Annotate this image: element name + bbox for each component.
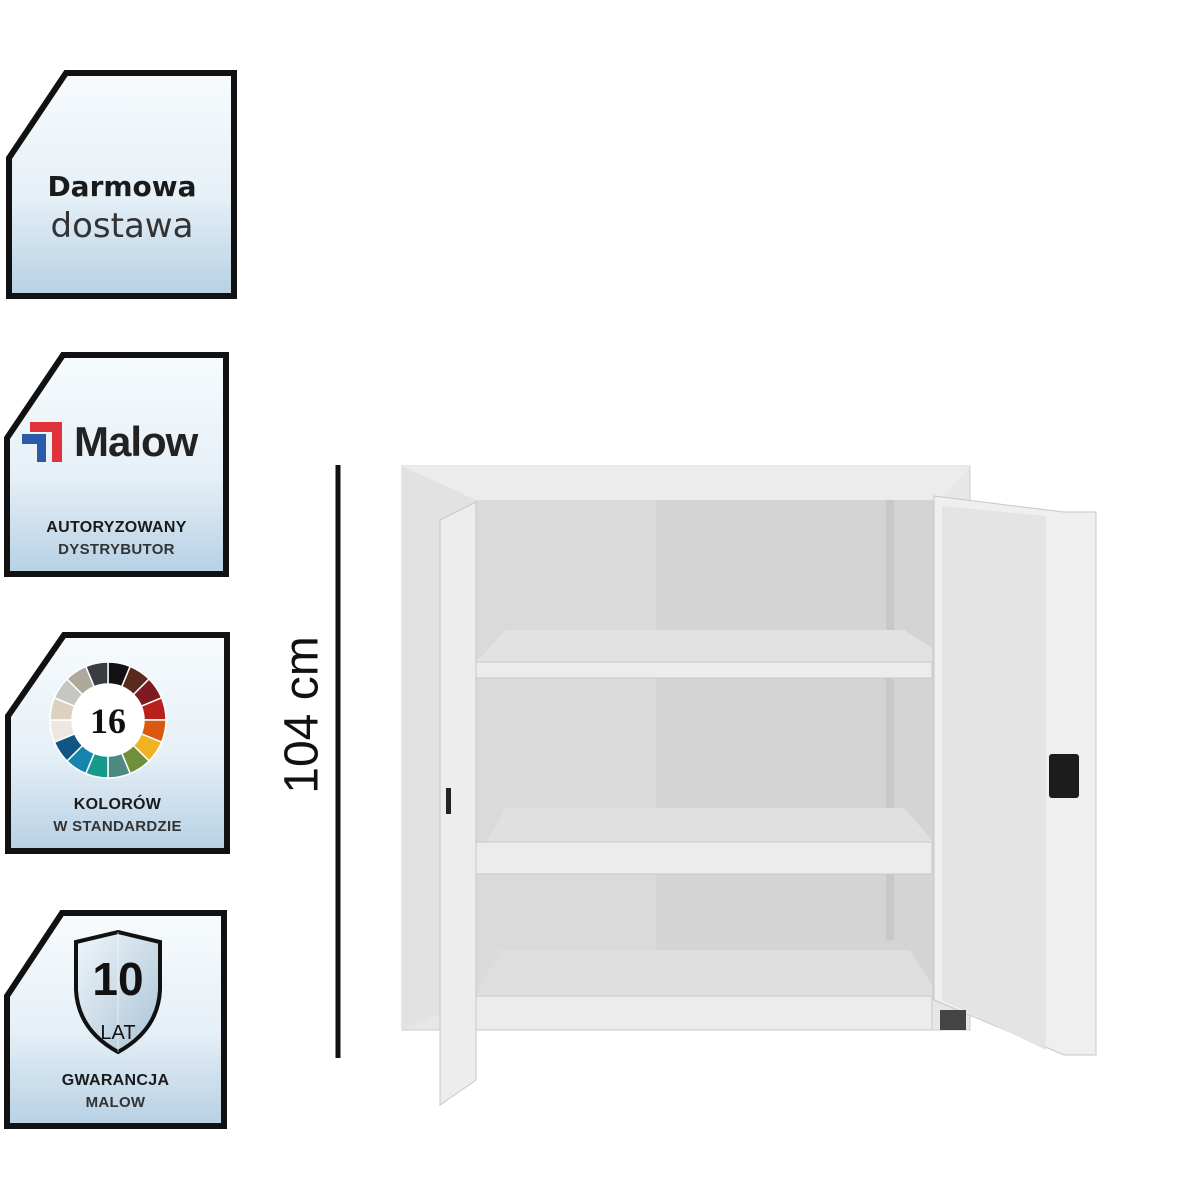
badge-delivery-frame xyxy=(6,70,237,299)
warranty-unit: LAT xyxy=(100,1022,135,1044)
warranty-line2: MALOW xyxy=(85,1094,146,1111)
cabinet-image xyxy=(401,465,1097,1106)
colors-line1: KOLORÓW xyxy=(73,796,162,813)
shield-icon: 10 LAT xyxy=(74,929,162,1055)
height-label: 104 cm xyxy=(275,636,329,794)
delivery-subtitle: dostawa xyxy=(50,206,194,246)
distributor-line2: DYSTRYBUTOR xyxy=(58,541,175,558)
malow-brand-name: Malow xyxy=(74,418,198,465)
colors-count: 16 xyxy=(90,701,126,741)
warranty-line1: GWARANCJA xyxy=(61,1072,170,1089)
malow-logo-icon xyxy=(22,422,62,462)
distributor-line1: AUTORYZOWANY xyxy=(46,519,187,536)
color-wheel-center xyxy=(72,684,144,756)
badge-distributor-frame xyxy=(4,352,229,577)
colors-line2: W STANDARDZIE xyxy=(53,818,182,835)
warranty-years: 10 xyxy=(92,953,143,1005)
color-wheel-icon xyxy=(49,661,167,779)
delivery-title: Darmowa xyxy=(47,170,197,203)
